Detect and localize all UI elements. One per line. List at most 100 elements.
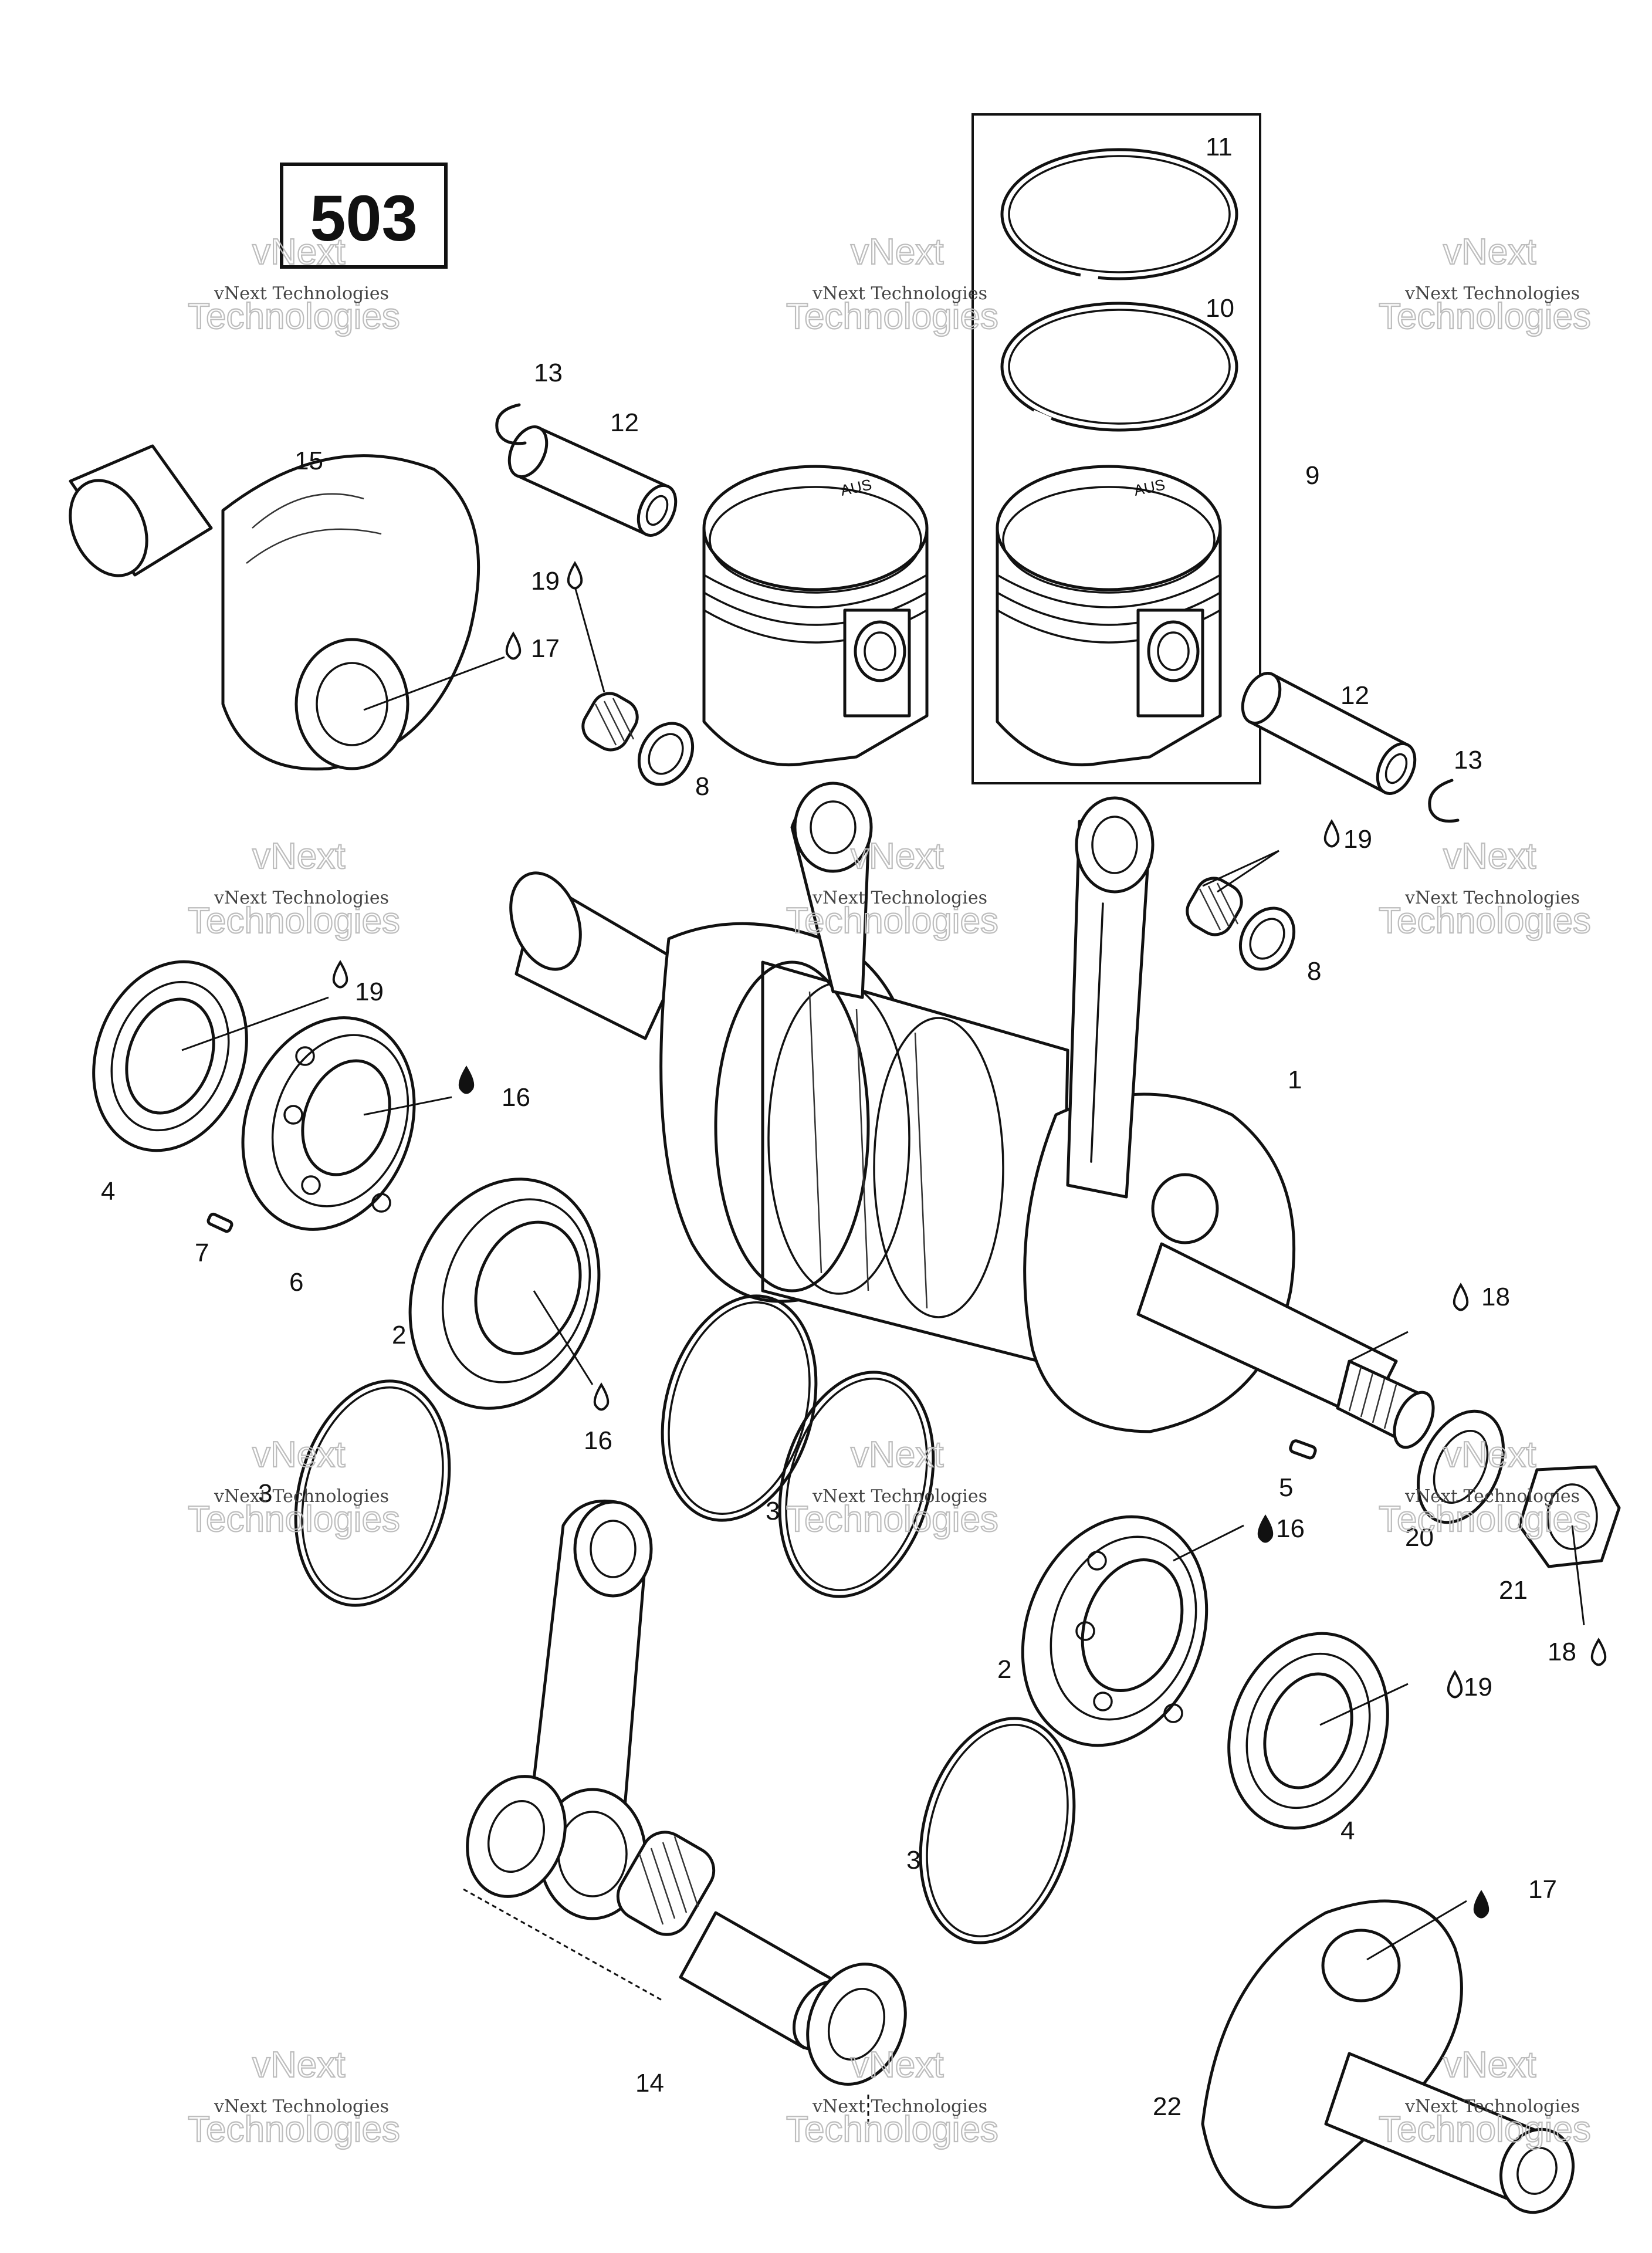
- connecting-rod-upper-right: [1066, 796, 1155, 1199]
- o-ring-3-center: [661, 1294, 818, 1522]
- svg-text:Technologies: Technologies: [786, 296, 998, 337]
- svg-text:vNext: vNext: [252, 232, 345, 272]
- callout-16a: 16: [502, 1083, 530, 1112]
- svg-text:vNext: vNext: [851, 232, 943, 272]
- callout-10: 10: [1206, 294, 1234, 323]
- watermark: vNext Technologies vNext Technologies: [187, 231, 401, 337]
- crank-half-22: [1201, 1899, 1575, 2214]
- callout-8a: 8: [695, 772, 709, 801]
- ball-bearing-2-right: [1021, 1515, 1208, 1747]
- svg-text:Technologies: Technologies: [188, 1499, 400, 1540]
- watermark: vNext Technologies vNext Technologies: [786, 835, 999, 942]
- callout-12b: 12: [1340, 681, 1369, 710]
- watermark: vNext Technologies vNext Technologies: [187, 2044, 401, 2150]
- svg-text:vNext: vNext: [252, 1435, 345, 1475]
- lube-markers: [332, 561, 1607, 1919]
- oil-drop-icon: [593, 1382, 610, 1411]
- callout-13a: 13: [534, 358, 563, 387]
- svg-text:vNext Technologies: vNext Technologies: [1404, 2096, 1580, 2117]
- callout-19d: 19: [1464, 1673, 1492, 1701]
- svg-text:vNext: vNext: [1443, 1435, 1536, 1475]
- svg-text:Technologies: Technologies: [188, 2109, 400, 2150]
- svg-text:Technologies: Technologies: [1379, 1499, 1591, 1540]
- callout-labels: 1 2 2 3 3 3 4 4 5 6 7 8 8 9 10 11 12 12 …: [101, 133, 1576, 2121]
- circlip-13-upper: [495, 403, 527, 445]
- callout-11: 11: [1206, 133, 1233, 161]
- svg-text:vNext Technologies: vNext Technologies: [1404, 283, 1580, 304]
- nut-21: [1518, 1465, 1621, 1568]
- o-ring-3-center-2: [778, 1371, 935, 1598]
- svg-text:vNext Technologies: vNext Technologies: [214, 1486, 389, 1507]
- svg-text:vNext: vNext: [851, 2045, 943, 2085]
- watermark: vNext Technologies vNext Technologies: [187, 835, 401, 942]
- oil-drop-icon: [567, 561, 583, 590]
- callout-14: 14: [635, 2069, 664, 2098]
- svg-text:vNext Technologies: vNext Technologies: [214, 283, 389, 304]
- thrust-washer-14-left: [466, 1775, 567, 1898]
- svg-text:vNext Technologies: vNext Technologies: [812, 283, 987, 304]
- svg-text:vNext Technologies: vNext Technologies: [812, 1486, 987, 1507]
- watermark: vNext Technologies vNext Technologies: [1378, 231, 1592, 337]
- callout-19c: 19: [355, 977, 384, 1006]
- leader-lines: [181, 586, 1585, 1961]
- piston-pin-12-upper: [507, 425, 678, 537]
- svg-text:vNext: vNext: [851, 1435, 943, 1475]
- oil-drop-icon: [1257, 1514, 1274, 1543]
- svg-text:vNext Technologies: vNext Technologies: [1404, 888, 1580, 908]
- oil-drop-icon: [332, 960, 348, 989]
- svg-text:Technologies: Technologies: [786, 2109, 998, 2150]
- oil-seal-4-right: [1227, 1632, 1389, 1830]
- o-ring-3-left: [294, 1379, 451, 1607]
- svg-text:vNext: vNext: [252, 836, 345, 877]
- connecting-rod-upper-left: [790, 782, 873, 999]
- needle-bearing-19-lower: [1186, 877, 1243, 936]
- crank-half-15: [69, 444, 480, 771]
- piston-9-left: AUS: [702, 465, 929, 767]
- key-5: [1289, 1439, 1317, 1460]
- oil-drop-icon: [1590, 1638, 1607, 1666]
- callout-3c: 3: [906, 1846, 920, 1875]
- callout-18a: 18: [1481, 1283, 1510, 1311]
- svg-text:Technologies: Technologies: [1379, 296, 1591, 337]
- callout-7: 7: [195, 1239, 209, 1267]
- callout-17a: 17: [531, 634, 560, 663]
- model-label-box: 503: [280, 163, 448, 269]
- callout-4a: 4: [101, 1177, 115, 1206]
- thrust-washer-8-upper: [637, 722, 695, 786]
- callout-22: 22: [1153, 2092, 1182, 2121]
- callout-2b: 2: [997, 1655, 1011, 1684]
- watermark: vNext Technologies vNext Technologies: [786, 2044, 999, 2150]
- piston-9-right: AUS: [996, 465, 1222, 767]
- oil-drop-icon: [505, 631, 522, 660]
- callout-3a: 3: [258, 1479, 272, 1508]
- key-7: [206, 1212, 233, 1233]
- svg-text:Technologies: Technologies: [1379, 2109, 1591, 2150]
- callout-8b: 8: [1307, 957, 1321, 986]
- callout-20: 20: [1405, 1523, 1434, 1552]
- ball-bearing-2-left: [408, 1178, 601, 1410]
- o-ring-3-right: [919, 1717, 1076, 1944]
- watermark: vNext Technologies vNext Technologies: [187, 1434, 401, 1540]
- callout-19b: 19: [1343, 825, 1372, 854]
- svg-text:Technologies: Technologies: [1379, 901, 1591, 941]
- piston-pin-12-lower: [1241, 672, 1417, 795]
- svg-text:vNext: vNext: [1443, 232, 1536, 272]
- callout-1: 1: [1288, 1065, 1302, 1094]
- crankshaft-assembly-1: [509, 871, 1435, 1449]
- oil-drop-icon: [458, 1065, 475, 1094]
- thrust-washer-14-right: [806, 1963, 907, 2086]
- thrust-washer-8-lower: [1238, 906, 1296, 971]
- callout-4b: 4: [1340, 1816, 1355, 1845]
- oil-drop-icon: [1453, 1283, 1469, 1311]
- svg-text:Technologies: Technologies: [786, 901, 998, 941]
- svg-text:Technologies: Technologies: [188, 296, 400, 337]
- callout-16b: 16: [584, 1426, 612, 1455]
- callout-13b: 13: [1454, 746, 1482, 774]
- watermark: vNext Technologies vNext Technologies: [1378, 1434, 1592, 1540]
- callout-15: 15: [294, 446, 323, 475]
- svg-text:Technologies: Technologies: [786, 1499, 998, 1540]
- piston-ring-11: [1000, 148, 1238, 281]
- callout-9: 9: [1305, 461, 1319, 490]
- callout-12a: 12: [610, 408, 639, 437]
